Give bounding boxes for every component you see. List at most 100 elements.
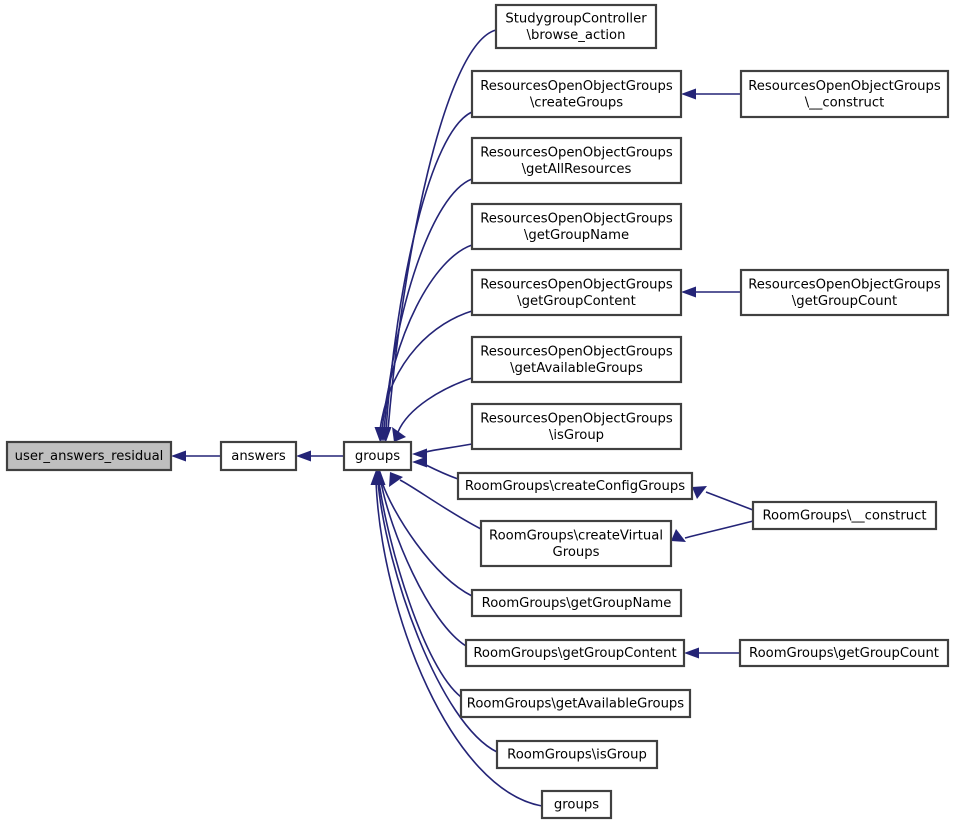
node-box[interactable] (495, 739, 659, 770)
node-box[interactable] (470, 136, 683, 185)
edge-line (383, 178, 473, 431)
node-label-line: \getGroupCount (792, 294, 897, 309)
edge-roog_construct-to-roog_createGroups (681, 88, 741, 100)
edge-arrowhead (412, 448, 427, 460)
edge-line (379, 310, 473, 431)
node-label-line: StudygroupController (505, 11, 647, 26)
edge-roog_isGroup-to-groups_hub (412, 443, 473, 460)
node-box[interactable] (219, 440, 298, 472)
edges-layer (171, 29, 754, 807)
edge-line (425, 443, 473, 453)
node-label-line: ResourcesOpenObjectGroups (480, 211, 673, 226)
edge-rg_getGroupCount-to-rg_getGroupContent (684, 647, 740, 659)
graph-node-groups_hub[interactable]: groups (342, 440, 413, 472)
edge-line (425, 464, 459, 480)
edge-arrowhead (681, 88, 696, 100)
node-label-line: RoomGroups\getGroupName (482, 596, 672, 611)
node-box[interactable] (470, 202, 683, 251)
node-box[interactable] (540, 789, 613, 820)
node-label-line: ResourcesOpenObjectGroups (480, 411, 673, 426)
graph-node-rg_getGroupName[interactable]: RoomGroups\getGroupName (470, 588, 683, 618)
node-label-line: RoomGroups\createConfigGroups (465, 479, 685, 494)
edge-arrowhead (296, 450, 311, 462)
edge-line (381, 244, 473, 431)
edge-arrowhead (671, 529, 686, 542)
node-label-line: Groups (552, 545, 599, 560)
edge-line (705, 491, 754, 511)
edge-arrowhead (171, 450, 186, 462)
node-box[interactable] (470, 69, 683, 119)
edge-arrowhead (692, 486, 707, 499)
graph-node-rg_getAvailable[interactable]: RoomGroups\getAvailableGroups (459, 688, 692, 719)
node-box[interactable] (738, 638, 950, 668)
node-box[interactable] (5, 440, 173, 472)
graph-node-roog_getAllResources[interactable]: ResourcesOpenObjectGroups \getAllResource… (470, 136, 683, 185)
graph-node-rg_getGroupCount[interactable]: RoomGroups\getGroupCount (738, 638, 950, 668)
edge-rg_createConfig-to-groups_hub (412, 456, 459, 480)
edge-rg_createVirtual-to-groups_hub (389, 472, 482, 530)
graph-node-roog_getGroupContent[interactable]: ResourcesOpenObjectGroups\getGroupConten… (470, 268, 683, 317)
node-label-line: ResourcesOpenObjectGroups (480, 145, 673, 160)
graph-node-roog_getGroupName[interactable]: ResourcesOpenObjectGroups \getGroupName (470, 202, 683, 251)
graph-node-rg_construct[interactable]: RoomGroups\__construct (751, 500, 938, 531)
node-box[interactable] (470, 402, 683, 451)
node-box[interactable] (456, 471, 694, 501)
edge-line (380, 481, 467, 647)
graph-node-roog_isGroup[interactable]: ResourcesOpenObjectGroups\isGroup (470, 402, 683, 451)
node-label-line: \getGroupName (524, 228, 629, 243)
node-label-line: ResourcesOpenObjectGroups (480, 79, 673, 94)
edge-arrowhead (392, 427, 406, 442)
node-box[interactable] (739, 69, 950, 119)
edge-roog_getGroupCount-to-roog_getGroupContent (681, 286, 741, 298)
node-label-line: RoomGroups\getGroupContent (473, 646, 676, 661)
node-box[interactable] (464, 638, 686, 668)
node-label-line: ResourcesOpenObjectGroups (748, 79, 941, 94)
graph-node-answers[interactable]: answers (219, 440, 298, 472)
node-label-line: RoomGroups\__construct (762, 509, 926, 524)
graph-node-roog_getAvailable[interactable]: ResourcesOpenObjectGroups \getAvailableGr… (470, 335, 683, 384)
node-box[interactable] (494, 3, 658, 50)
edge-line (377, 481, 498, 753)
node-label-line: \getAvailableGroups (510, 361, 643, 376)
edge-arrowhead (370, 470, 382, 485)
graph-node-roog_createGroups[interactable]: ResourcesOpenObjectGroups\createGroups (470, 69, 683, 119)
node-label-line: \getAllResources (522, 162, 632, 177)
node-box[interactable] (751, 500, 938, 531)
graph-node-user_answers_residual[interactable]: user_answers_residual (5, 440, 173, 472)
node-box[interactable] (479, 519, 673, 568)
node-label-line: ResourcesOpenObjectGroups (748, 277, 941, 292)
node-box[interactable] (739, 268, 950, 317)
edge-line (397, 377, 473, 433)
node-label-line: ResourcesOpenObjectGroups (480, 344, 673, 359)
edge-line (381, 481, 473, 597)
node-label-line: RoomGroups\createVirtual (489, 528, 663, 543)
edge-rg_construct-to-rg_createConfig (692, 486, 754, 511)
node-box[interactable] (459, 688, 692, 719)
edge-arrowhead (681, 286, 696, 298)
edge-rg_groups-to-groups_hub (370, 470, 543, 807)
nodes-layer: user_answers_residual answers groups Studyg… (5, 3, 950, 820)
node-label-line: \getGroupContent (517, 294, 636, 309)
graph-node-rg_getGroupContent[interactable]: RoomGroups\getGroupContent (464, 638, 686, 668)
node-box[interactable] (342, 440, 413, 472)
node-box[interactable] (470, 268, 683, 317)
graph-node-roog_construct[interactable]: ResourcesOpenObjectGroups\__construct (739, 69, 950, 119)
node-box[interactable] (470, 335, 683, 384)
graph-node-rg_isGroup[interactable]: RoomGroups\isGroup (495, 739, 659, 770)
edge-roog_createGroups-to-groups_hub (379, 111, 473, 442)
edge-arrowhead (684, 647, 699, 659)
graph-node-roog_getGroupCount[interactable]: ResourcesOpenObjectGroups \getGroupCount (739, 268, 950, 317)
graph-node-studygroup_browse[interactable]: StudygroupController\browse_action (494, 3, 658, 50)
edge-roog_getAvailable-to-groups_hub (392, 377, 473, 442)
edge-line (399, 479, 482, 530)
node-box[interactable] (470, 588, 683, 618)
node-label-line: RoomGroups\getGroupCount (749, 646, 939, 661)
edge-arrowhead (389, 472, 403, 487)
graph-node-rg_createConfig[interactable]: RoomGroups\createConfigGroups (456, 471, 694, 501)
graph-node-rg_groups[interactable]: groups (540, 789, 613, 820)
node-label-line: \createGroups (530, 95, 623, 110)
node-label-line: user_answers_residual (15, 449, 164, 464)
